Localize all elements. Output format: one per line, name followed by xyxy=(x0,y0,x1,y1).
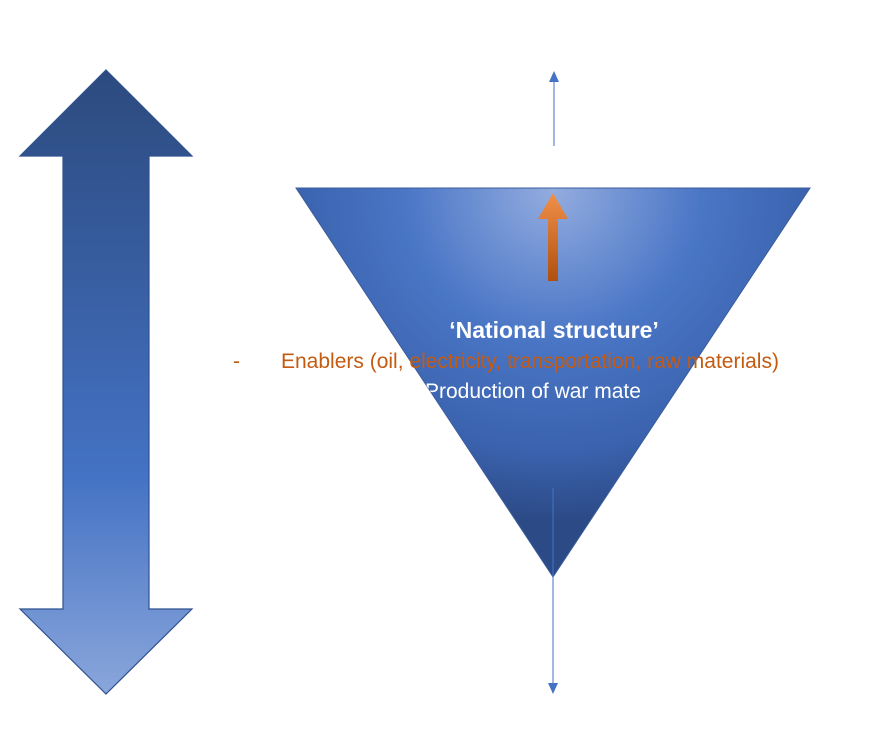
orange-up-arrow xyxy=(538,193,568,281)
production-text: Production of war mate xyxy=(425,380,641,403)
national-structure-title: ‘National structure’ xyxy=(449,317,659,343)
inverted-triangle xyxy=(295,187,811,578)
enablers-text: Enablers (oil, electricity, transportati… xyxy=(281,350,779,373)
double-arrow-shape xyxy=(18,69,194,695)
top-arrowhead-icon xyxy=(549,71,559,82)
bullet-dash: - xyxy=(233,350,240,373)
bottom-arrowhead-icon xyxy=(548,683,558,694)
